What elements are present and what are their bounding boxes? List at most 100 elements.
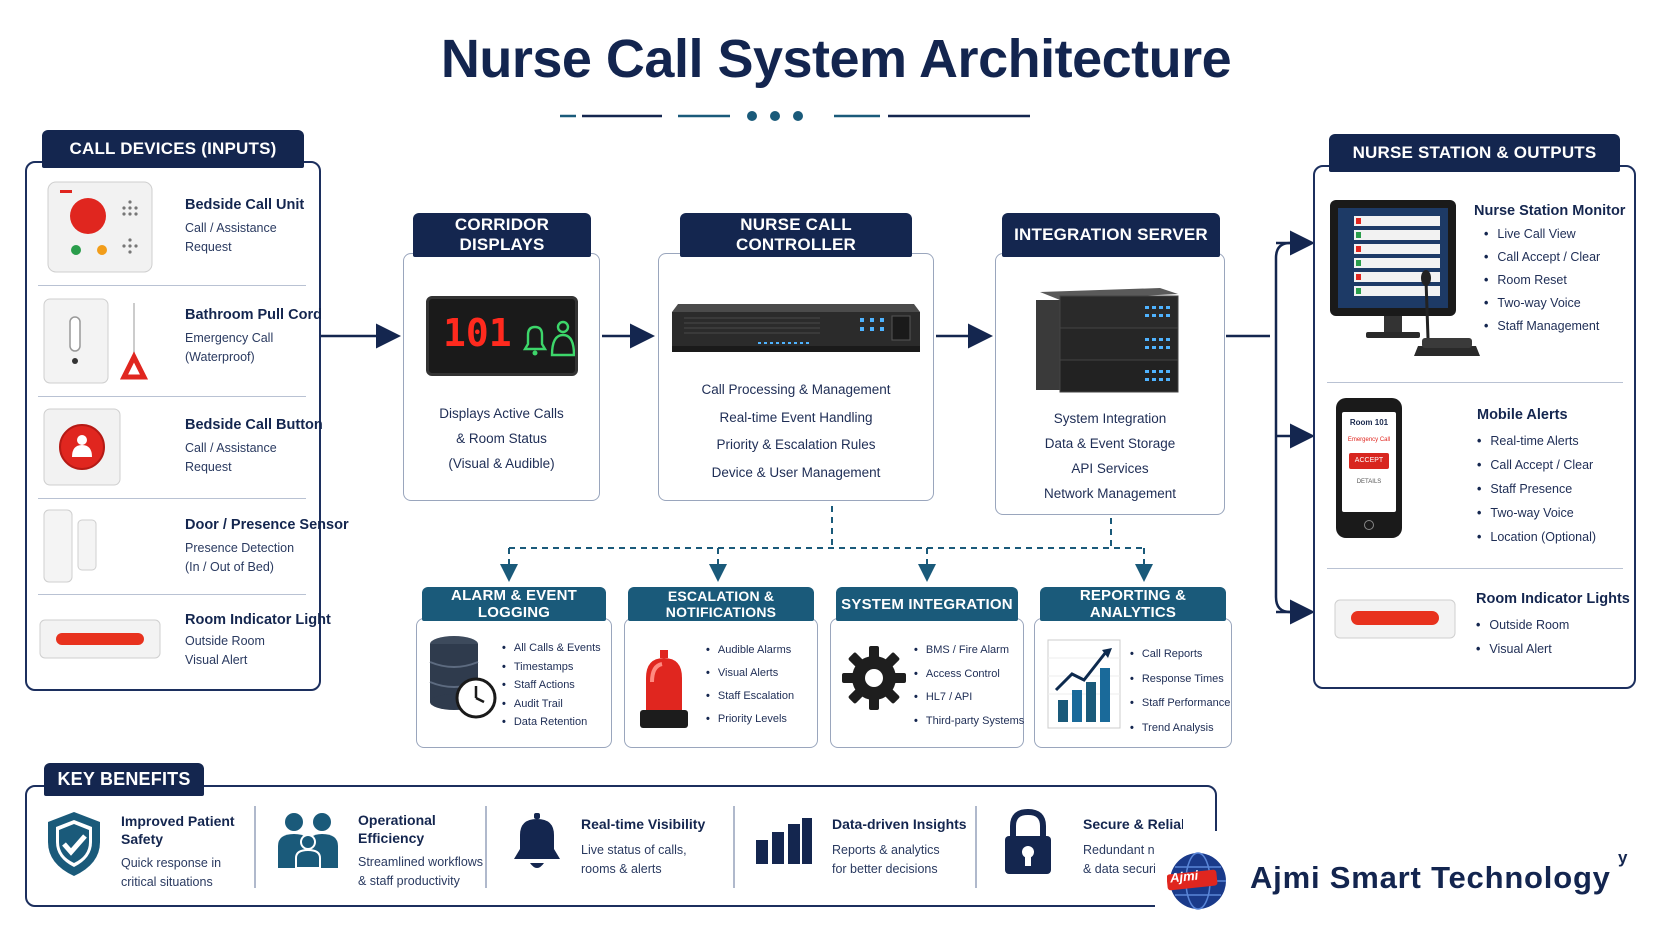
benefit-title: Safety [121, 831, 164, 847]
corridor-line: (Visual & Audible) [448, 456, 555, 471]
bedside-call-unit-icon [47, 181, 153, 273]
bell-icon [514, 813, 560, 868]
controller-line: Priority & Escalation Rules [716, 437, 876, 452]
phone-accept-button[interactable]: ACCEPT [1349, 453, 1389, 469]
divider [733, 806, 735, 888]
benefit-desc: Live status of calls, [581, 843, 687, 857]
benefit-title: Secure & Reliable [1083, 816, 1183, 832]
alarm-logging-list: All Calls & Events Timestamps Staff Acti… [502, 639, 601, 732]
room-indicator-light-icon [1334, 599, 1456, 639]
integration-line: System Integration [1053, 411, 1167, 426]
list-item: Real-time Alerts [1477, 429, 1596, 453]
divider [38, 498, 306, 499]
watermark-band [1155, 831, 1615, 913]
bar-chart-icon [756, 818, 812, 864]
list-item: Trend Analysis [1130, 716, 1230, 741]
list-item: Visual Alert [1476, 637, 1630, 661]
device-door-sensor: Door / Presence Sensor Presence Detectio… [185, 517, 349, 577]
divider [38, 396, 306, 397]
controller-line: Device & User Management [711, 464, 881, 480]
output-name: Room Indicator Lights [1476, 591, 1630, 607]
device-name: Bedside Call Unit [185, 197, 305, 213]
watermark-stray-char: y [1618, 848, 1628, 867]
divider [485, 806, 487, 888]
page-title: Nurse Call System Architecture [440, 29, 1232, 89]
mobile-feature-list: Real-time Alerts Call Accept / Clear Sta… [1477, 429, 1596, 549]
corridor-display-screen: 101 [426, 296, 578, 376]
list-item: Outside Room [1476, 613, 1630, 637]
nurse-station-monitor-icon [1330, 200, 1480, 356]
benefit-title: Efficiency [358, 830, 425, 846]
controller-rack-icon [672, 304, 920, 352]
list-item: Staff Management [1484, 315, 1625, 338]
benefit-desc: & data securi [1083, 862, 1156, 876]
display-room-number: 101 [443, 311, 512, 355]
list-item: Location (Optional) [1477, 525, 1596, 549]
list-item: BMS / Fire Alarm [914, 639, 1024, 663]
list-item: Call Reports [1130, 642, 1230, 667]
shield-check-icon [48, 812, 100, 876]
bar-chart-icon [1047, 639, 1121, 729]
phone-details-link[interactable]: DETAILS [1356, 479, 1382, 485]
divider [38, 285, 306, 286]
phone-room: Room 101 [1349, 418, 1389, 427]
database-clock-icon [429, 636, 497, 719]
controller-line: Real-time Event Handling [719, 409, 873, 425]
list-item: Priority Levels [706, 708, 794, 731]
call-devices-header: CALL DEVICES (INPUTS) [42, 130, 304, 168]
benefit-desc: for better decisions [832, 862, 938, 876]
integration-line: Network Management [1043, 486, 1177, 501]
call-button-icon [43, 408, 121, 486]
output-nurse-station-monitor: Nurse Station Monitor Live Call View Cal… [1474, 203, 1625, 338]
phone-screen: Room 101 Emergency Call ACCEPT DETAILS [1342, 412, 1396, 512]
benefit-desc: Streamlined workflows [358, 855, 484, 869]
team-icon [278, 813, 338, 868]
siren-icon [640, 650, 688, 728]
device-desc: Request [185, 460, 232, 474]
device-name: Bedside Call Button [185, 417, 323, 433]
device-desc: Outside Room [185, 634, 265, 648]
benefit-patient-safety: Improved Patient Safety Quick response i… [121, 812, 235, 892]
list-item: Third-party Systems [914, 710, 1024, 734]
benefit-desc: Quick response in [121, 856, 222, 870]
indicator-feature-list: Outside Room Visual Alert [1476, 613, 1630, 661]
reporting-header: REPORTING & ANALYTICS [1040, 587, 1226, 621]
corridor-displays-box [403, 253, 600, 501]
alarm-logging-header: ALARM & EVENT LOGGING [422, 587, 606, 621]
device-desc: Visual Alert [185, 653, 248, 667]
benefit-desc: & staff productivity [358, 874, 460, 888]
escalation-list: Audible Alarms Visual Alerts Staff Escal… [706, 639, 794, 731]
integration-server-desc: System Integration Data & Event Storage … [995, 406, 1225, 506]
list-item: Room Reset [1484, 269, 1625, 292]
benefit-desc: critical situations [121, 875, 213, 889]
device-desc: Presence Detection [185, 541, 295, 555]
device-desc: (In / Out of Bed) [185, 560, 274, 574]
divider [254, 806, 256, 888]
device-desc: (Waterproof) [185, 350, 255, 364]
list-item: Audible Alarms [706, 639, 794, 662]
device-bedside-call-unit: Bedside Call Unit Call / Assistance Requ… [185, 197, 304, 257]
list-item: Staff Escalation [706, 685, 794, 708]
corridor-displays-header: CORRIDOR DISPLAYS [413, 213, 591, 257]
device-room-indicator-light: Room Indicator Light Outside Room Visual… [185, 612, 331, 670]
output-mobile-alerts: Mobile Alerts Real-time Alerts Call Acce… [1477, 407, 1596, 549]
device-desc: Call / Assistance [185, 221, 277, 235]
benefit-desc: Redundant n [1083, 843, 1155, 857]
controller-header: NURSE CALL CONTROLLER [680, 213, 912, 257]
integration-line: API Services [1071, 461, 1149, 476]
system-integration-list: BMS / Fire Alarm Access Control HL7 / AP… [914, 639, 1024, 733]
divider [1327, 568, 1623, 569]
list-item: HL7 / API [914, 686, 1024, 710]
monitor-feature-list: Live Call View Call Accept / Clear Room … [1484, 223, 1625, 338]
output-name: Nurse Station Monitor [1474, 203, 1626, 219]
list-item: All Calls & Events [502, 639, 601, 658]
divider [38, 594, 306, 595]
phone-home-button [1364, 520, 1374, 530]
benefit-data-insights: Data-driven Insights Reports & analytics… [832, 815, 967, 879]
reporting-list: Call Reports Response Times Staff Perfor… [1130, 642, 1230, 740]
door-sensor-icon [43, 509, 97, 583]
output-name: Mobile Alerts [1477, 407, 1568, 423]
mobile-phone-icon: Room 101 Emergency Call ACCEPT DETAILS [1336, 398, 1402, 538]
benefit-operational-efficiency: Operational Efficiency Streamlined workf… [358, 811, 483, 891]
